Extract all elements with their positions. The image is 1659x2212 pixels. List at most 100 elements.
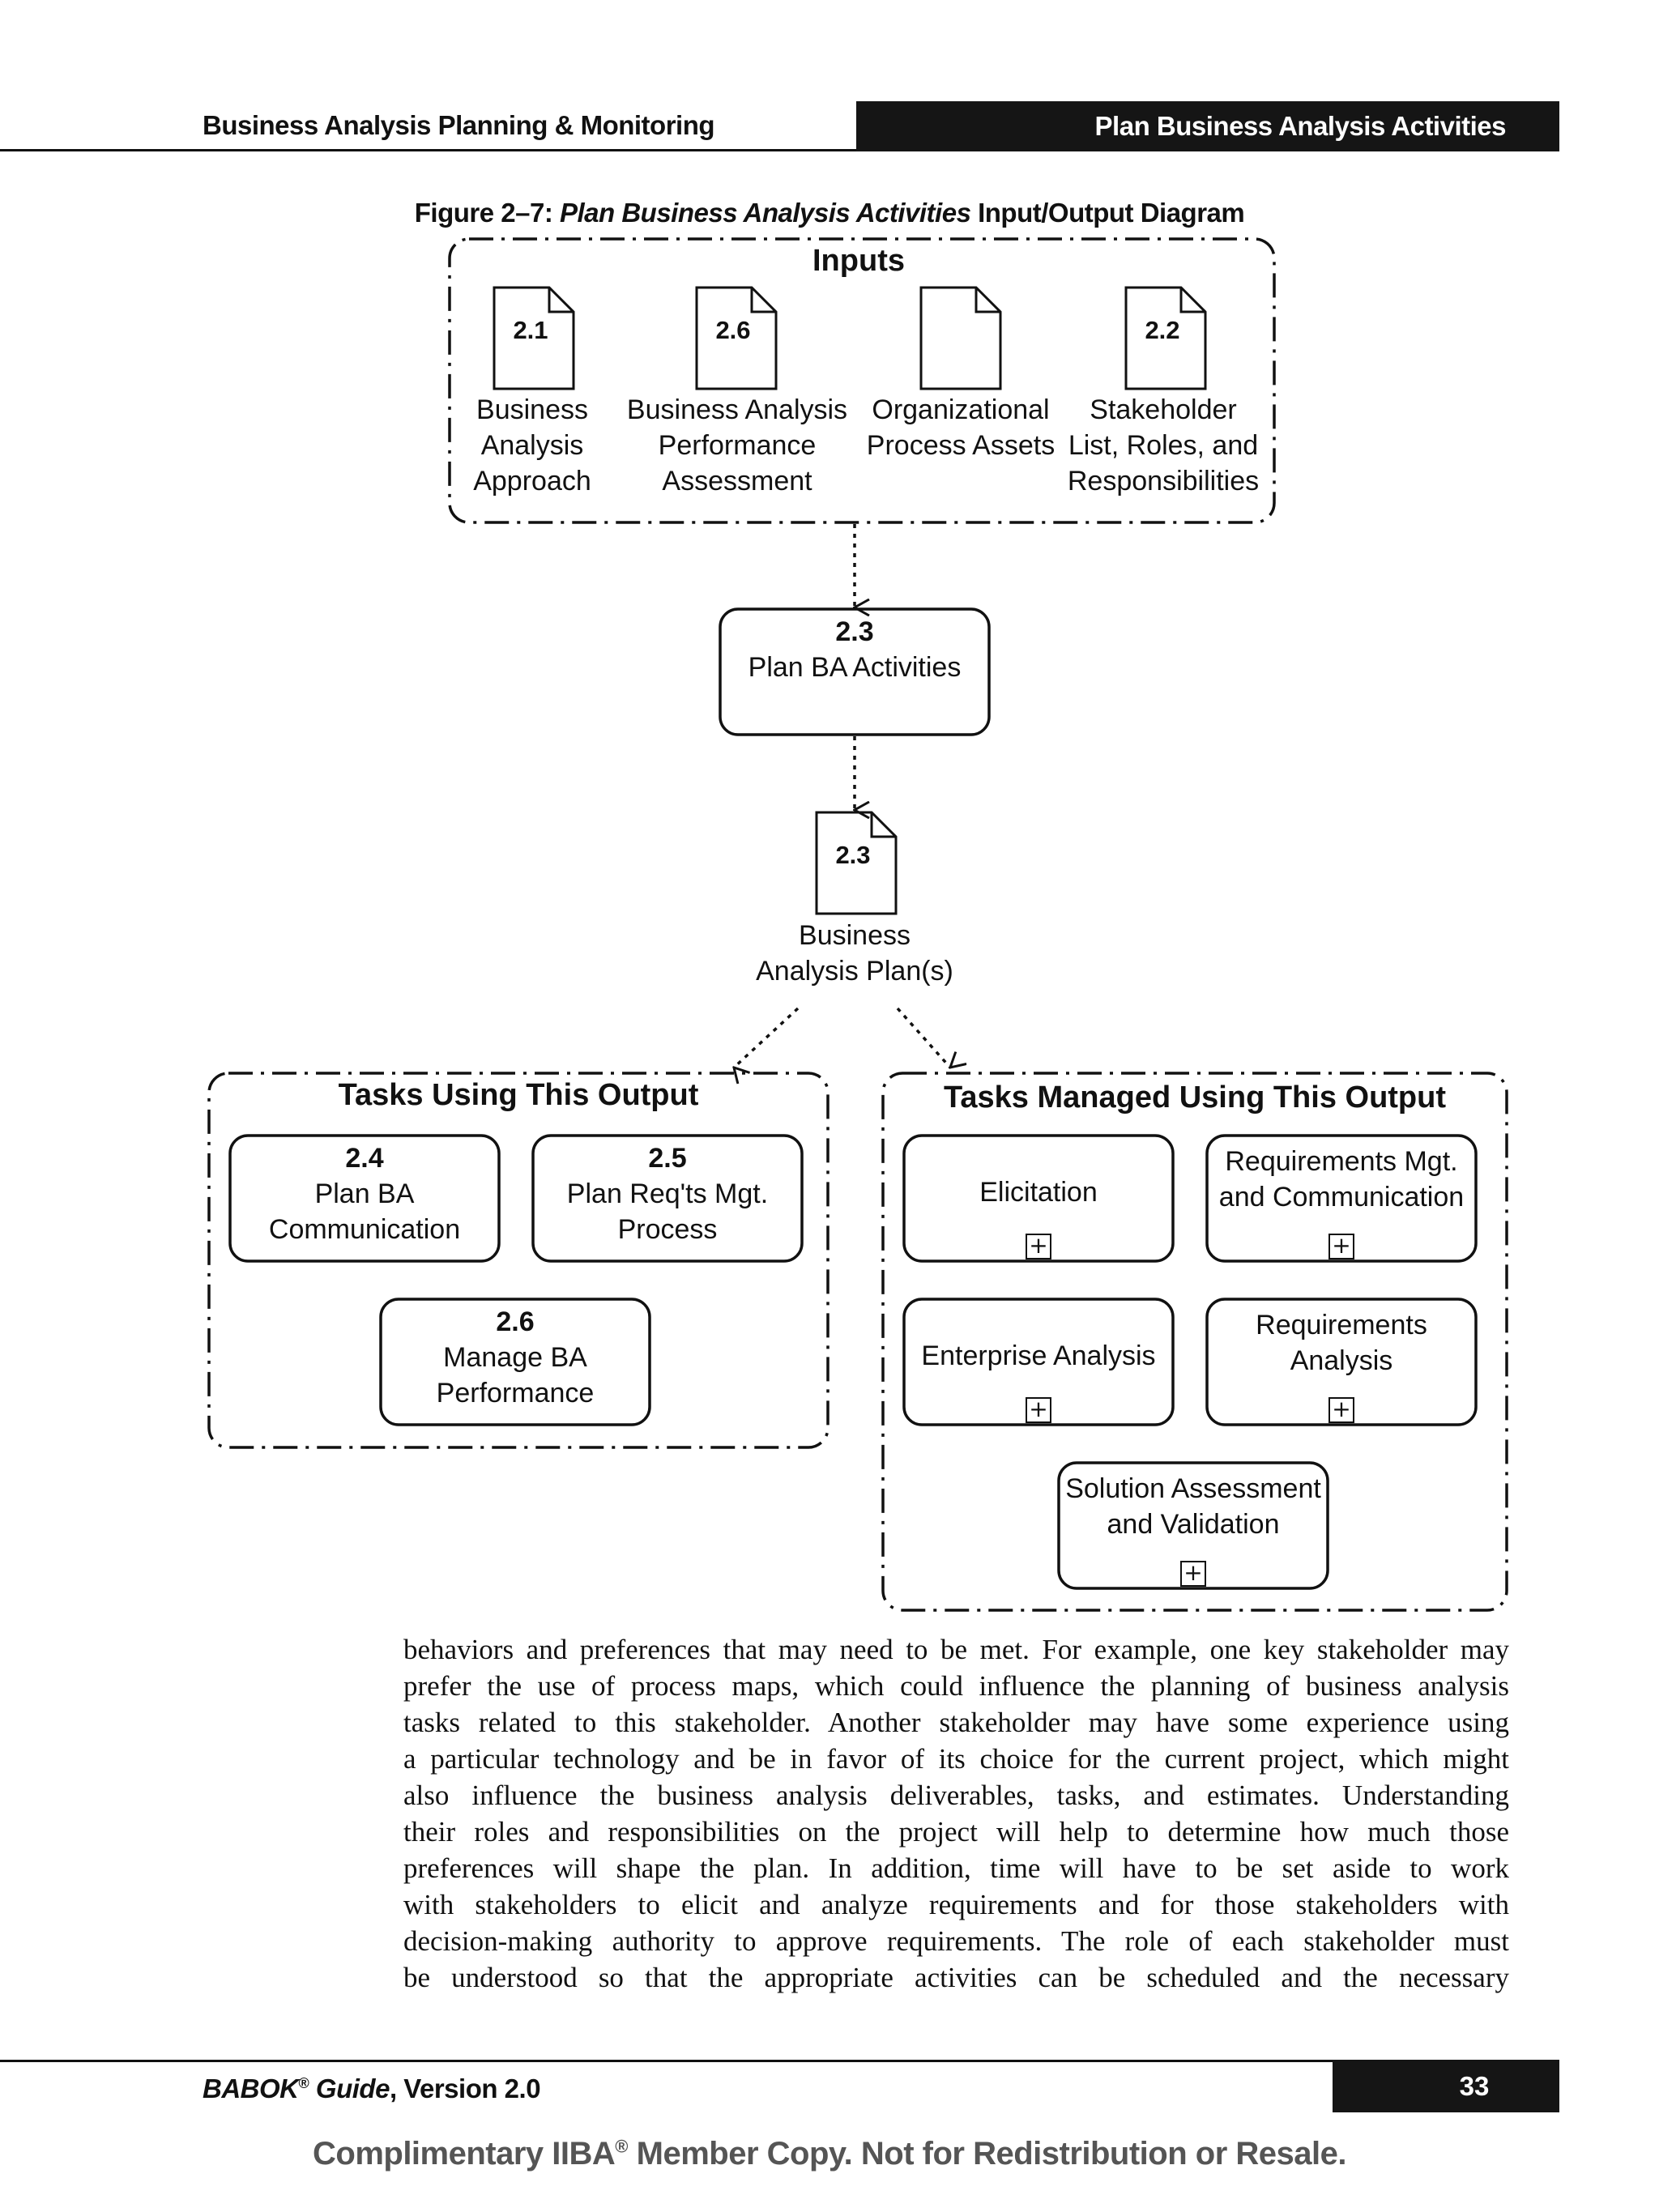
body-line: prefer the use of process maps, which co… (403, 1670, 1509, 1702)
footer-guide: Guide (309, 2073, 390, 2103)
ka-label-line: Solution Assessment (1065, 1473, 1321, 1504)
footer-reg: ® (298, 2075, 309, 2091)
task-2-5-num: 2.5 (648, 1143, 687, 1174)
ka-box-req-analysis (1205, 1298, 1478, 1426)
ka-solution-label: Solution Assessment and Validation (1059, 1471, 1328, 1542)
watermark-part1: Complimentary IIBA (313, 2136, 616, 2172)
task-2-6-num: 2.6 (496, 1306, 535, 1337)
ka-elicitation-label: Elicitation (904, 1174, 1173, 1210)
document-icon-2-6 (695, 286, 778, 390)
ka-label-line: Requirements Mgt. (1225, 1146, 1458, 1177)
footer-title: BABOK® Guide, Version 2.0 (203, 2073, 541, 2104)
tasks-managed-container (881, 1072, 1508, 1612)
document-icon-2-2 (1124, 286, 1207, 390)
watermark: Complimentary IIBA® Member Copy. Not for… (0, 2136, 1659, 2172)
input-num-2-2: 2.2 (1145, 316, 1180, 344)
input-label-line: Stakeholder (1090, 394, 1237, 425)
running-header-section: Business Analysis Planning & Monitoring (203, 110, 715, 140)
task-2-4-num: 2.4 (345, 1143, 384, 1174)
input-num-2-1: 2.1 (513, 316, 548, 344)
ka-label-line: Enterprise Analysis (921, 1340, 1156, 1371)
document-icon-org-assets (919, 286, 1002, 390)
input-label-line: Analysis (480, 430, 584, 461)
task-box-2-5 (531, 1134, 804, 1263)
input-label-line: Organizational (872, 394, 1050, 425)
ka-box-elicitation (902, 1134, 1175, 1263)
body-line: preferences will shape the plan. In addi… (403, 1852, 1509, 1884)
task-label-line: Process (617, 1214, 718, 1245)
watermark-part2: Member Copy. Not for Redistribution or R… (628, 2136, 1347, 2172)
footer-version: , Version 2.0 (389, 2073, 541, 2103)
input-label-line: Assessment (662, 466, 812, 497)
ka-enterprise-label: Enterprise Analysis (904, 1338, 1173, 1374)
ka-box-solution (1057, 1461, 1329, 1590)
task-2-3-label: 2.3 Plan BA Activities (720, 614, 989, 685)
arrow-output-to-managed (896, 1007, 950, 1068)
task-label-line: Performance (436, 1378, 595, 1409)
output-num: 2.3 (835, 841, 871, 869)
input-label-line: Business (476, 394, 588, 425)
input-label-line: Responsibilities (1067, 466, 1260, 497)
header-rule (0, 149, 859, 151)
input-label-org-assets: Organizational Process Assets (864, 392, 1058, 463)
document-icon-2-1 (493, 286, 575, 390)
input-num-2-6: 2.6 (715, 316, 751, 344)
inputs-title: Inputs (812, 244, 905, 278)
arrow-output-to-using (734, 1007, 800, 1068)
output-label-line: Analysis Plan(s) (756, 956, 953, 987)
output-label-line: Business (799, 920, 911, 951)
tasks-using-title: Tasks Using This Output (338, 1078, 699, 1112)
task-label-line: Plan BA (314, 1178, 415, 1209)
expand-icon: + (1328, 1397, 1354, 1423)
figure-caption-prefix: Figure 2–7: (414, 198, 560, 228)
page-number: 33 (1459, 2070, 1490, 2101)
figure-caption-suffix: Input/Output Diagram (970, 198, 1245, 228)
tasks-using-container (207, 1072, 830, 1449)
task-2-5-label: 2.5 Plan Req'ts Mgt. Process (533, 1140, 802, 1247)
running-header-task: Plan Business Analysis Activities (856, 101, 1559, 151)
expand-icon: + (1180, 1561, 1206, 1587)
ka-req-mgt-label: Requirements Mgt. and Communication (1207, 1144, 1476, 1215)
input-label-line: Performance (658, 430, 817, 461)
ka-label-line: Elicitation (979, 1177, 1098, 1208)
task-label-line: Communication (268, 1214, 461, 1245)
body-line: be understood so that the appropriate ac… (403, 1962, 1509, 1993)
task-label-line: Plan Req'ts Mgt. (566, 1178, 769, 1209)
body-paragraph: behaviors and preferences that may need … (403, 1631, 1509, 1996)
watermark-reg: ® (615, 2136, 629, 2157)
ka-box-req-mgt (1205, 1134, 1478, 1263)
body-line: a particular technology and be in favor … (403, 1743, 1509, 1775)
body-line: their roles and responsibilities on the … (403, 1816, 1509, 1848)
body-line: tasks related to this stakeholder. Anoth… (403, 1707, 1509, 1738)
body-line: also influence the business analysis del… (403, 1779, 1509, 1811)
figure-caption: Figure 2–7: Plan Business Analysis Activ… (0, 198, 1659, 228)
expand-icon: + (1328, 1234, 1354, 1259)
ka-label-line: and Communication (1218, 1182, 1465, 1213)
input-label-line: List, Roles, and (1068, 430, 1259, 461)
task-box-2-4 (228, 1134, 501, 1263)
body-line: behaviors and preferences that may need … (403, 1634, 1509, 1665)
expand-icon: + (1026, 1397, 1051, 1423)
task-2-4-label: 2.4 Plan BA Communication (230, 1140, 499, 1247)
input-label-line: Approach (473, 466, 591, 497)
ka-req-analysis-label: Requirements Analysis (1207, 1307, 1476, 1379)
input-label-ba-approach: Business Analysis Approach (450, 392, 615, 499)
ka-label-line: and Validation (1107, 1509, 1280, 1540)
footer-rule (0, 2060, 1337, 2062)
inputs-container (448, 237, 1276, 524)
page-number-box: 33 (1333, 2060, 1559, 2112)
tasks-managed-title: Tasks Managed Using This Output (943, 1080, 1447, 1115)
expand-icon: + (1026, 1234, 1051, 1259)
task-label-line: Manage BA (443, 1342, 587, 1373)
input-label-ba-performance: Business Analysis Performance Assessment (624, 392, 851, 499)
input-label-line: Business Analysis (626, 394, 848, 425)
task-box-2-6 (379, 1298, 651, 1426)
task-2-6-label: 2.6 Manage BA Performance (381, 1304, 650, 1411)
body-line: decision-making authority to approve req… (403, 1925, 1509, 1957)
ka-label-line: Requirements (1256, 1310, 1427, 1340)
input-label-line: Process Assets (866, 430, 1056, 461)
output-label: Business Analysis Plan(s) (733, 918, 976, 989)
input-label-stakeholder: Stakeholder List, Roles, and Responsibil… (1066, 392, 1260, 499)
running-header-task-label: Plan Business Analysis Activities (1094, 111, 1507, 141)
